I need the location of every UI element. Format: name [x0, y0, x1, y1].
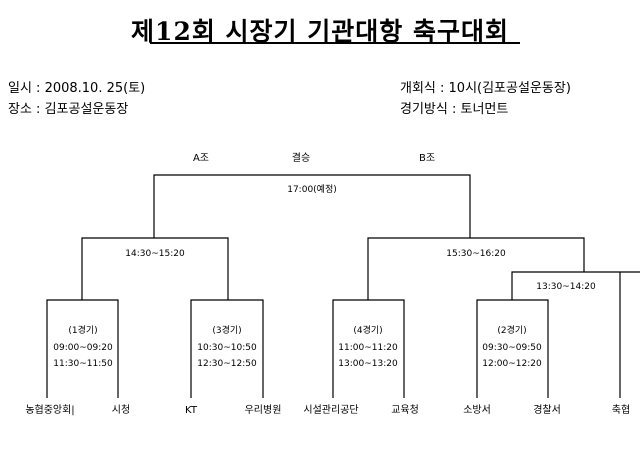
- game3-bracket-line: [190, 299, 264, 398]
- game2-time1: 09:30~09:50: [482, 343, 542, 353]
- bracket-labels: A조 결승 B조 17:00(예정) 14:30~15:20 15:30~16:…: [25, 152, 630, 416]
- semi-a-bracket-line: [81, 237, 229, 300]
- game1-bracket-line: [46, 299, 119, 398]
- semi-a-time: 14:30~15:20: [125, 249, 185, 259]
- team-education-office: 교육청: [391, 404, 419, 416]
- qualifier-bracket-line: [511, 271, 640, 300]
- team-woori-hospital: 우리병원: [245, 404, 282, 416]
- qualifier-time: 13:30~14:20: [536, 282, 596, 292]
- format-info: 경기방식 : 토너먼트: [400, 102, 509, 117]
- game1-time2: 11:30~11:50: [53, 359, 113, 369]
- game1-time1: 09:00~09:20: [53, 343, 113, 353]
- title-underline: [150, 42, 520, 44]
- game1-label: (1경기): [68, 324, 97, 336]
- group-b-label: B조: [419, 153, 435, 164]
- bracket-lines: [46, 174, 640, 398]
- game2-label: (2경기): [497, 324, 526, 336]
- page-title: 제12회 시장기 기관대항 축구대회: [131, 17, 509, 46]
- team-chukhyup: 축협: [612, 403, 630, 416]
- game4-bracket-line: [332, 299, 405, 398]
- team-city-hall: 시청: [112, 404, 130, 416]
- final-time: 17:00(예정): [287, 184, 337, 195]
- group-a-label: A조: [193, 153, 209, 164]
- semi-b-time: 15:30~16:20: [446, 249, 506, 259]
- game2-bracket-line: [476, 299, 549, 398]
- semi-b-bracket-line: [367, 237, 585, 300]
- final-label: 결승: [292, 152, 310, 164]
- team-police-station: 경찰서: [533, 403, 561, 416]
- game4-time1: 11:00~11:20: [338, 343, 398, 353]
- team-fire-station: 소방서: [463, 404, 491, 416]
- team-nonghyup: 농협중앙회|: [25, 403, 74, 416]
- game3-time1: 10:30~10:50: [197, 343, 257, 353]
- game4-time2: 13:00~13:20: [338, 359, 398, 369]
- final-bracket-line: [153, 174, 471, 238]
- game3-time2: 12:30~12:50: [197, 359, 257, 369]
- game3-label: (3경기): [212, 324, 241, 336]
- venue-info: 장소 : 김포공설운동장: [8, 102, 129, 117]
- date-info: 일시 : 2008.10. 25(토): [8, 81, 146, 96]
- game2-time2: 12:00~12:20: [482, 359, 542, 369]
- game4-label: (4경기): [353, 324, 382, 336]
- team-facilities-corp: 시설관리공단: [303, 404, 358, 416]
- team-kt: KT: [185, 405, 198, 416]
- opening-info: 개회식 : 10시(김포공설운동장): [400, 81, 571, 96]
